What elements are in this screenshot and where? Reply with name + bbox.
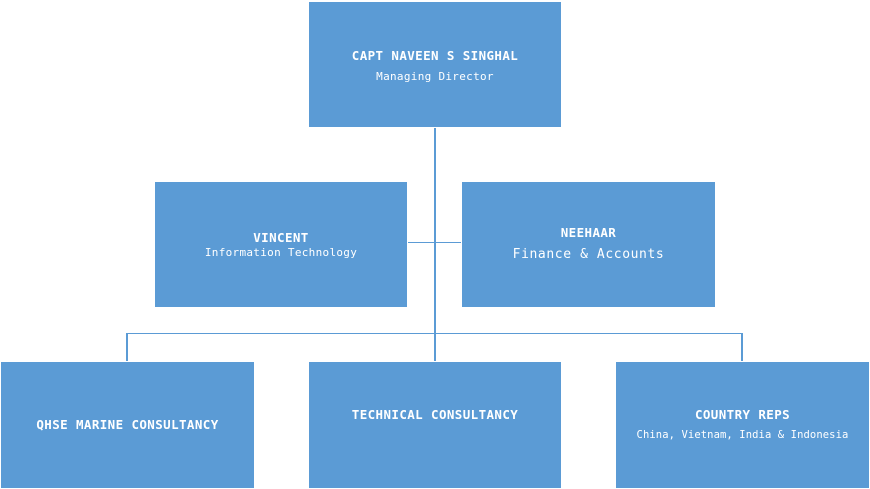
node-finance-accounts: NEEHAAR Finance & Accounts: [461, 181, 716, 308]
node-technical-consultancy-name: TECHNICAL CONSULTANCY: [351, 407, 519, 422]
node-qhse-marine-consultancy: QHSE MARINE CONSULTANCY: [0, 361, 255, 489]
connector-assistant-branch: [408, 242, 462, 243]
node-country-reps-role: China, Vietnam, India & Indonesia: [636, 429, 849, 441]
node-technical-consultancy: TECHNICAL CONSULTANCY: [308, 361, 562, 489]
node-managing-director: CAPT NAVEEN S SINGHAL Managing Director: [308, 1, 562, 128]
node-information-technology: VINCENT Information Technology: [154, 181, 408, 308]
connector-trunk: [434, 127, 436, 363]
node-qhse-marine-consultancy-name: QHSE MARINE CONSULTANCY: [36, 417, 219, 432]
node-managing-director-name: CAPT NAVEEN S SINGHAL: [351, 48, 519, 63]
connector-drop-qhse: [126, 333, 128, 363]
node-information-technology-name: VINCENT: [253, 230, 309, 245]
node-country-reps-name: COUNTRY REPS: [694, 407, 791, 422]
node-country-reps: COUNTRY REPS China, Vietnam, India & Ind…: [615, 361, 870, 489]
node-information-technology-role: Information Technology: [204, 246, 358, 259]
node-managing-director-role: Managing Director: [376, 70, 494, 83]
connector-bottom-branch: [126, 333, 743, 334]
node-finance-accounts-role: Finance & Accounts: [512, 247, 665, 262]
node-finance-accounts-name: NEEHAAR: [560, 225, 617, 240]
connector-drop-country: [741, 333, 743, 363]
